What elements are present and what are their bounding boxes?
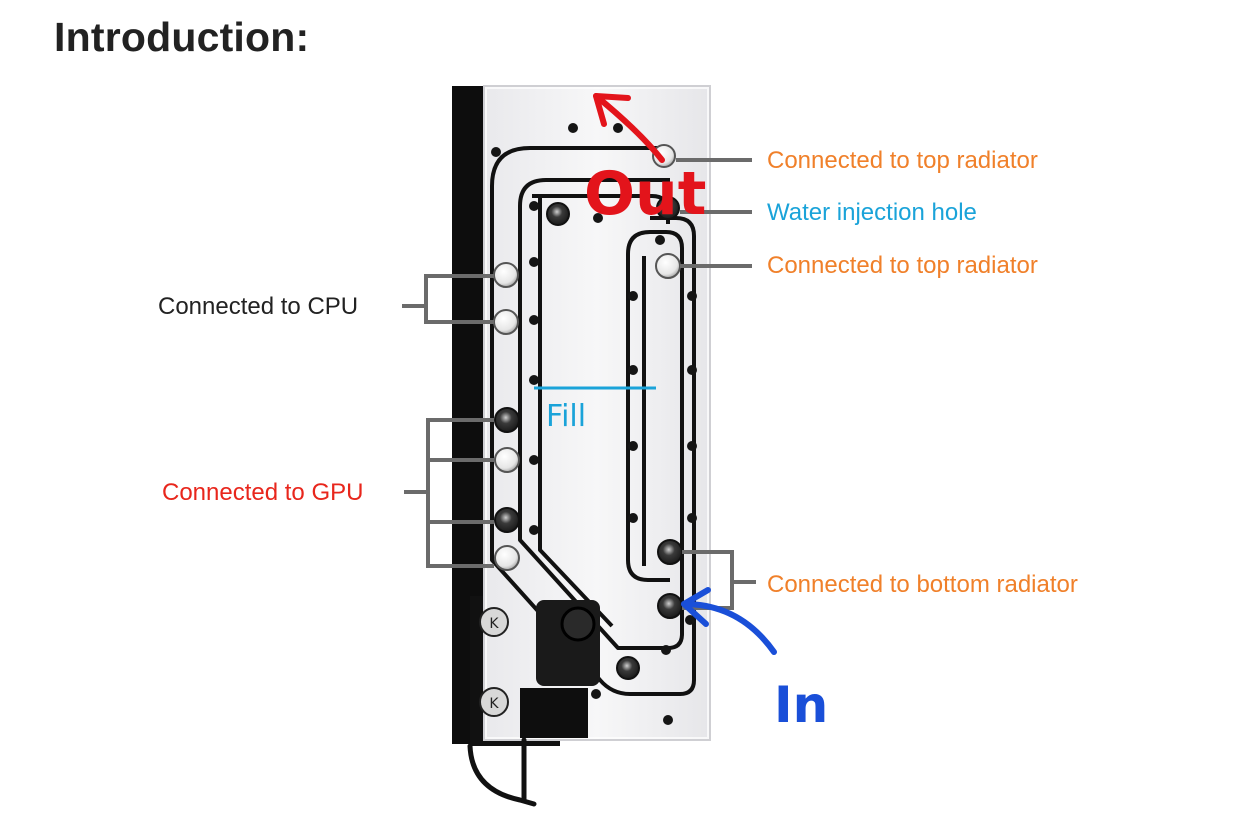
port-water-injection (656, 196, 680, 220)
svg-text:K: K (489, 616, 499, 632)
svg-text:K: K (489, 696, 499, 712)
port-bottom-radiator-2 (657, 593, 683, 619)
in-arrow-icon (681, 601, 777, 655)
port-cpu-2 (493, 309, 519, 335)
port-gpu-2 (494, 447, 520, 473)
port-top-radiator-2 (655, 253, 681, 279)
label-top-radiator-1: Connected to top radiator (767, 147, 1038, 174)
port-gpu-4 (494, 545, 520, 571)
fill-label: Fill (546, 399, 586, 434)
label-top-radiator-2: Connected to top radiator (767, 252, 1038, 279)
label-water-injection-hole: Water injection hole (767, 199, 977, 226)
label-gpu: Connected to GPU (162, 479, 364, 506)
out-arrow-icon (593, 93, 665, 163)
port-top-radiator-1 (652, 144, 676, 168)
port-bottom-radiator-1 (657, 539, 683, 565)
bracket-screws: K K (479, 607, 509, 717)
port-gpu-3 (494, 507, 520, 533)
port-cpu-1 (493, 262, 519, 288)
port-gpu-1 (494, 407, 520, 433)
label-cpu: Connected to CPU (158, 293, 359, 320)
bolt-dots (491, 123, 697, 725)
out-annotation: Out (584, 93, 706, 229)
page-title: Introduction: (54, 14, 310, 60)
flow-channels (490, 146, 696, 696)
svg-text:Out: Out (584, 159, 706, 229)
in-annotation: In (681, 587, 828, 734)
cables (467, 737, 537, 807)
label-bottom-radiator: Connected to bottom radiator (767, 571, 1078, 598)
leader-lines (402, 158, 756, 610)
pump-housing (520, 600, 600, 738)
ports (493, 144, 683, 680)
svg-text:In: In (774, 676, 828, 734)
